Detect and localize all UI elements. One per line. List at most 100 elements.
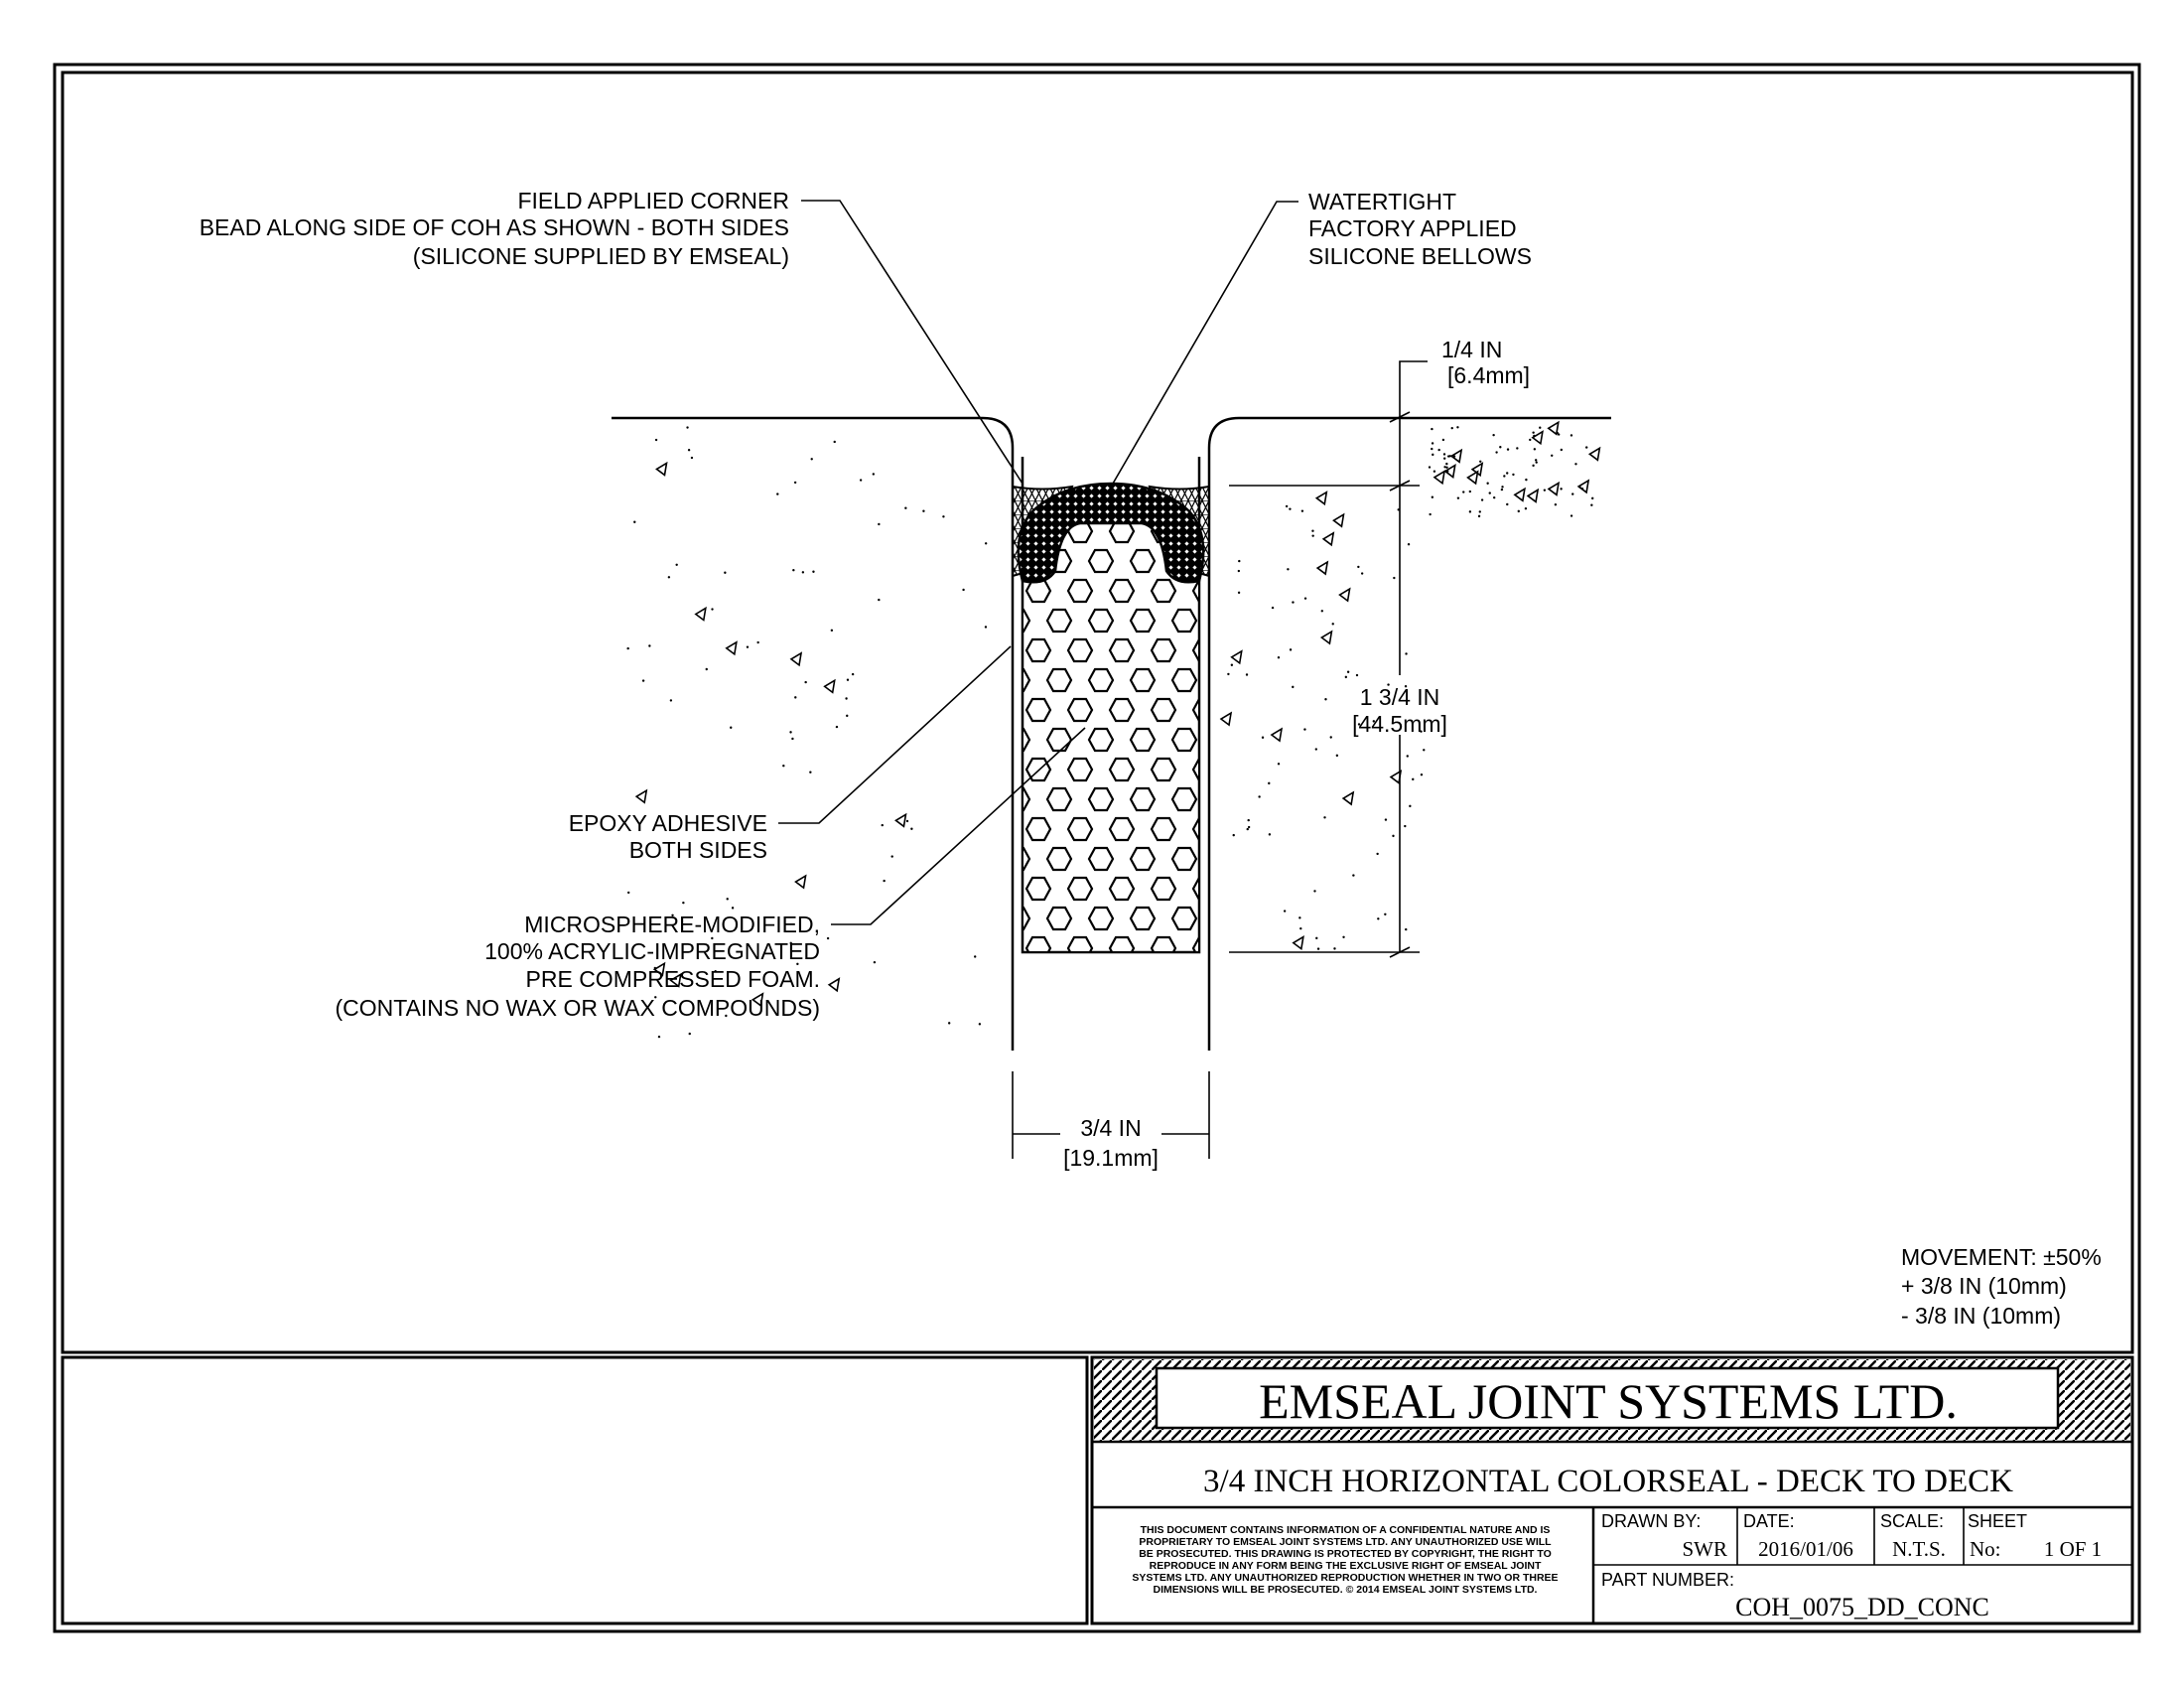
aggregate-stone [694, 606, 707, 622]
aggregate-stone [1315, 560, 1329, 576]
aggregate-dot [1517, 509, 1520, 513]
aggregate-dot [1245, 673, 1249, 676]
aggregate-stone [751, 992, 764, 1008]
aggregate-dot [776, 492, 779, 495]
aggregate-dot [1292, 601, 1295, 604]
aggregate-dot [846, 714, 849, 718]
aggregate-dot [1384, 818, 1388, 821]
aggregate-dot [1352, 874, 1355, 877]
concrete-aggregate [626, 420, 1601, 1039]
aggregate-dot [1554, 502, 1558, 506]
aggregate-stone [1466, 470, 1479, 486]
aggregate-dot [1456, 426, 1459, 429]
aggregate-stone [1319, 630, 1333, 645]
aggregate-dot [792, 569, 795, 572]
aggregate-stone [655, 461, 668, 477]
aggregate-dot [1506, 502, 1509, 506]
label-bellows: WATERTIGHT FACTORY APPLIED SILICONE BELL… [1308, 189, 1532, 269]
aggregate-dot [1529, 438, 1532, 442]
aggregate-dot [1283, 910, 1287, 913]
aggregate-dot [826, 936, 830, 940]
aggregate-stone [634, 788, 648, 804]
aggregate-dot [890, 855, 893, 858]
svg-text:1/4 IN: 1/4 IN [1441, 337, 1502, 362]
aggregate-dot [1232, 833, 1235, 837]
aggregate-stone [789, 651, 803, 667]
aggregate-dot [1238, 559, 1241, 563]
aggregate-dot [1357, 565, 1360, 569]
aggregate-dot [1534, 459, 1538, 462]
aggregate-dot [1574, 463, 1577, 466]
svg-text:DATE:: DATE: [1743, 1511, 1795, 1531]
aggregate-dot [1407, 543, 1411, 546]
aggregate-dot [1584, 446, 1588, 449]
aggregate-dot [1456, 496, 1460, 499]
aggregate-dot [1429, 512, 1432, 516]
aggregate-stone [1547, 481, 1561, 496]
aggregate-dot [1289, 507, 1292, 510]
svg-text:PROPRIETARY TO EMSEAL JOINT SY: PROPRIETARY TO EMSEAL JOINT SYSTEMS LTD.… [1139, 1536, 1552, 1548]
svg-text:PRE COMPRESSED FOAM.: PRE COMPRESSED FOAM. [526, 966, 820, 992]
title-block: EMSEAL JOINT SYSTEMS LTD. 3/4 INCH HORIZ… [1090, 1355, 2134, 1625]
aggregate-dot [984, 626, 988, 629]
aggregate-stone [1531, 430, 1544, 446]
svg-text:N.T.S.: N.T.S. [1892, 1537, 1946, 1561]
aggregate-dot [1492, 495, 1496, 499]
aggregate-stone [1587, 446, 1601, 462]
aggregate-dot [1247, 825, 1251, 829]
aggregate-dot [1311, 529, 1314, 532]
aggregate-dot [687, 448, 691, 452]
aggregate-dot [1277, 763, 1281, 766]
dimension-depth: 1 3/4 IN [44.5mm] [1229, 486, 1447, 958]
svg-text:BEAD ALONG SIDE OF COH AS SHOW: BEAD ALONG SIDE OF COH AS SHOWN - BOTH S… [200, 214, 789, 240]
aggregate-dot [746, 645, 750, 648]
aggregate-dot [714, 969, 717, 973]
aggregate-dot [881, 823, 884, 827]
aggregate-dot [1333, 947, 1336, 950]
aggregate-dot [1503, 475, 1506, 478]
silicone-bellows [1017, 482, 1205, 584]
aggregate-stone [1513, 487, 1526, 502]
part-number: COH_0075_DD_CONC [1735, 1593, 1989, 1621]
aggregate-dot [1570, 514, 1573, 517]
aggregate-dot [1571, 492, 1574, 495]
aggregate-dot [1431, 442, 1434, 445]
aggregate-dot [1314, 748, 1318, 751]
aggregate-dot [1437, 448, 1440, 452]
aggregate-dot [1230, 663, 1234, 666]
aggregate-dot [726, 898, 729, 901]
aggregate-dot [1431, 427, 1433, 431]
svg-text:SYSTEMS LTD. ANY UNAUTHORIZED: SYSTEMS LTD. ANY UNAUTHORIZED REPRODUCTI… [1132, 1572, 1558, 1584]
svg-text:EPOXY ADHESIVE: EPOXY ADHESIVE [569, 810, 767, 836]
aggregate-dot [1303, 728, 1306, 731]
aggregate-dot [730, 726, 733, 729]
aggregate-dot [682, 901, 685, 905]
aggregate-dot [1492, 433, 1495, 437]
svg-text:1 OF 1: 1 OF 1 [2044, 1537, 2102, 1561]
aggregate-dot [1499, 446, 1502, 449]
aggregate-stone [1449, 448, 1463, 464]
aggregate-dot [1324, 698, 1327, 701]
aggregate-dot [1570, 434, 1573, 437]
aggregate-dot [1404, 824, 1407, 828]
aggregate-stone [794, 874, 807, 890]
aggregate-dot [627, 891, 630, 895]
aggregate-stone [1314, 491, 1328, 506]
aggregate-dot [1442, 457, 1446, 460]
aggregate-dot [1277, 656, 1281, 659]
aggregate-dot [810, 458, 813, 461]
aggregate-dot [1315, 936, 1318, 940]
aggregate-dot [883, 879, 886, 883]
aggregate-dot [974, 955, 977, 958]
aggregate-stone [1341, 790, 1355, 806]
svg-text:FIELD APPLIED CORNER: FIELD APPLIED CORNER [517, 188, 789, 213]
aggregate-dot [756, 640, 759, 644]
aggregate-stone [823, 678, 836, 694]
aggregate-stone [1576, 479, 1590, 494]
svg-text:BE PROSECUTED. THIS DRAWING IS: BE PROSECUTED. THIS DRAWING IS PROTECTED… [1139, 1548, 1552, 1560]
aggregate-dot [1346, 670, 1350, 673]
aggregate-dot [1246, 827, 1249, 831]
aggregate-dot [1432, 453, 1434, 457]
aggregate-dot [1543, 489, 1547, 492]
aggregate-stone [1338, 587, 1351, 603]
